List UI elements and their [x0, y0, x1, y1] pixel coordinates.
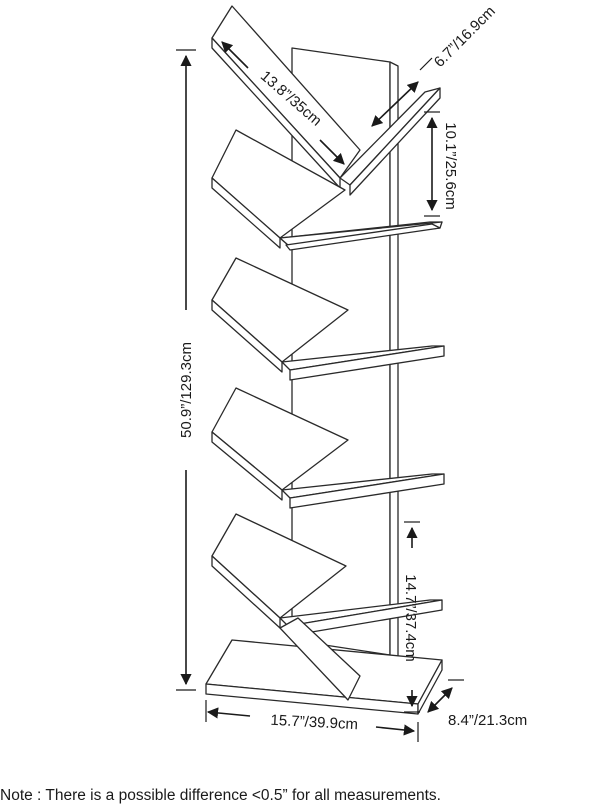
shelf-tier-2 — [211, 129, 443, 251]
base-wedge — [279, 617, 361, 701]
base-width-label: 15.7”/39.9cm — [270, 712, 358, 734]
shelf-depth-label: 6.7”/16.9cm — [431, 3, 499, 71]
shelf-tier-4 — [211, 387, 445, 509]
lower-height-label: 14.7”/37.4cm — [402, 574, 419, 662]
shelf-tier-3 — [211, 257, 445, 381]
shelf-tier-5 — [211, 513, 443, 637]
bookshelf-drawing — [205, 5, 445, 715]
total-height-label: 50.9”/129.3cm — [178, 342, 195, 438]
dimension-shelf-spacing: 10.1”/25.6cm — [424, 111, 459, 217]
shelf-spacing-label: 10.1”/25.6cm — [442, 122, 459, 210]
dimension-base-width: 15.7”/39.9cm — [205, 700, 419, 742]
dimension-total-height: 50.9”/129.3cm — [176, 49, 196, 691]
dimension-base-depth: 8.4”/21.3cm — [427, 679, 527, 729]
base-depth-label: 8.4”/21.3cm — [448, 712, 527, 729]
dimension-lower-height: 14.7”/37.4cm — [402, 521, 420, 713]
measurement-note: Note : There is a possible difference <0… — [0, 787, 441, 804]
